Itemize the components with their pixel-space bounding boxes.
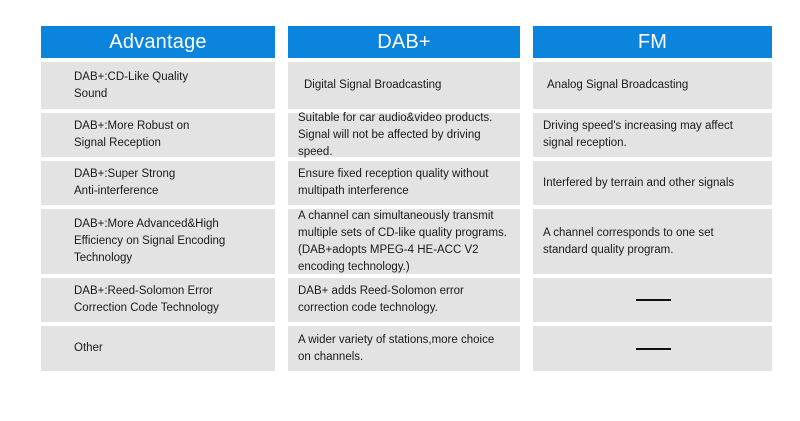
dash-icon — [636, 347, 671, 350]
table-cell: Ensure fixed reception quality without m… — [288, 161, 520, 205]
table-cell: Analog Signal Broadcasting — [533, 62, 772, 109]
column-cells-dabplus: Digital Signal Broadcasting Suitable for… — [288, 62, 520, 371]
column-advantage: Advantage DAB+:CD-Like Quality Sound DAB… — [41, 26, 275, 371]
table-cell: DAB+:More Advanced&High Efficiency on Si… — [41, 209, 275, 274]
table-cell-empty — [533, 278, 772, 322]
column-fm: FM Analog Signal Broadcasting Driving sp… — [533, 26, 772, 371]
table-cell: DAB+:Super Strong Anti-interference — [41, 161, 275, 205]
table-cell-empty — [533, 326, 772, 371]
table-cell: A channel can simultaneously transmit mu… — [288, 209, 520, 274]
table-cell: A wider variety of stations,more choice … — [288, 326, 520, 371]
table-cell: Digital Signal Broadcasting — [288, 62, 520, 109]
table-cell: Other — [41, 326, 275, 371]
column-cells-advantage: DAB+:CD-Like Quality Sound DAB+:More Rob… — [41, 62, 275, 371]
column-cells-fm: Analog Signal Broadcasting Driving speed… — [533, 62, 772, 371]
comparison-table: Advantage DAB+:CD-Like Quality Sound DAB… — [41, 26, 772, 371]
table-cell: DAB+:Reed-Solomon Error Correction Code … — [41, 278, 275, 322]
column-header-advantage: Advantage — [41, 26, 275, 58]
table-cell: DAB+:More Robust on Signal Reception — [41, 113, 275, 157]
column-header-fm: FM — [533, 26, 772, 58]
column-dabplus: DAB+ Digital Signal Broadcasting Suitabl… — [288, 26, 520, 371]
table-cell: A channel corresponds to one set standar… — [533, 209, 772, 274]
column-header-dabplus: DAB+ — [288, 26, 520, 58]
table-cell: DAB+:CD-Like Quality Sound — [41, 62, 275, 109]
dash-icon — [636, 299, 671, 301]
table-cell: Interfered by terrain and other signals — [533, 161, 772, 205]
table-cell: Suitable for car audio&video products. S… — [288, 112, 520, 158]
table-cell: DAB+ adds Reed-Solomon error correction … — [288, 278, 520, 322]
table-cell: Driving speed's increasing may affect si… — [533, 113, 772, 157]
